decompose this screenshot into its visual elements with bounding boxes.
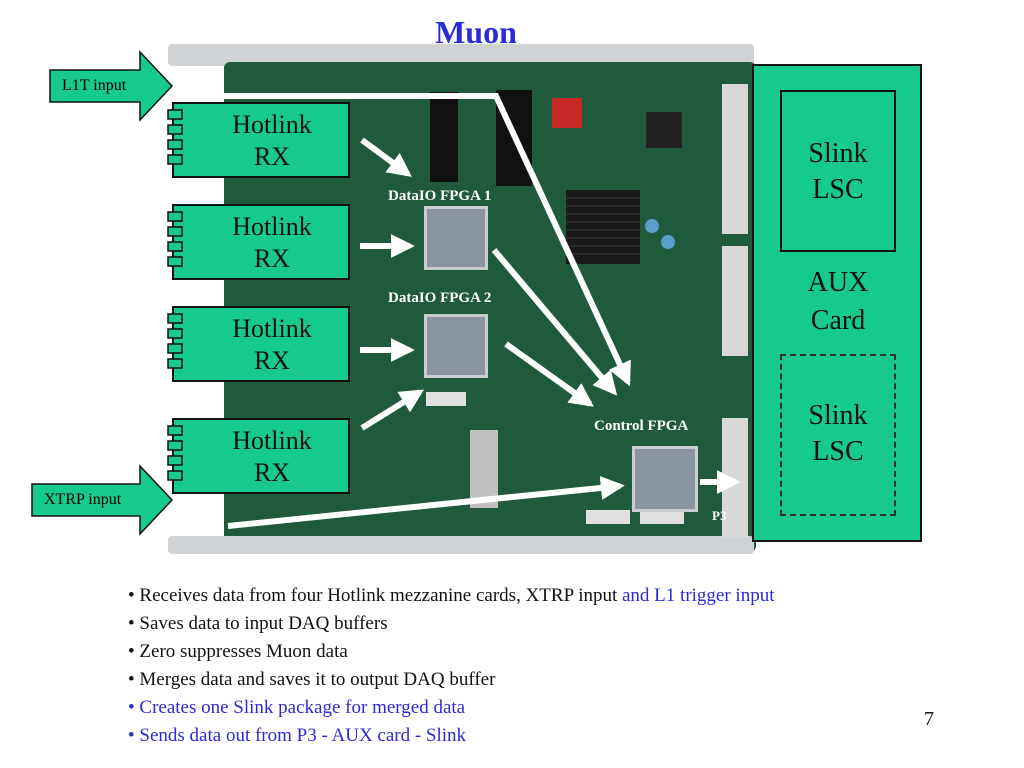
- capacitor-2: [661, 235, 675, 249]
- p3-label: P3: [712, 508, 727, 523]
- slink-top-line1: Slink: [808, 138, 868, 169]
- heatsink: [566, 190, 640, 264]
- slink-bottom-line2: LSC: [812, 436, 864, 467]
- l1t-input-arrow: [49, 50, 174, 122]
- hotlink-line2: RX: [253, 244, 291, 273]
- bullet-item: • Sends data out from P3 - AUX card - Sl…: [128, 725, 467, 746]
- fpga1-label: DataIO FPGA 1: [388, 188, 492, 204]
- arrow-hotlink4-to-fpga2: [360, 389, 425, 431]
- arrow-hotlink1-to-fpga1: [360, 137, 412, 177]
- dataio-fpga-1-chip: [424, 206, 488, 270]
- dataio-fpga-2-chip: [424, 314, 488, 378]
- control-fpga-label: Control FPGA: [594, 418, 689, 434]
- aux-card-label: AUX Card: [780, 264, 896, 340]
- hotlink-line2: RX: [253, 346, 291, 375]
- hotlink-line2: RX: [253, 142, 291, 171]
- slink-lsc-bottom: Slink LSC: [780, 354, 896, 516]
- hotlink-line1: Hotlink: [232, 314, 312, 343]
- slink-top-line2: LSC: [812, 174, 864, 205]
- arrow-fpga2-to-control: [504, 341, 594, 407]
- hotlink-line1: Hotlink: [232, 426, 312, 455]
- aux-line1: AUX: [807, 267, 869, 298]
- slink-bottom-line1: Slink: [808, 400, 868, 431]
- board-top-rail: [168, 44, 754, 66]
- ribbon-connector: [470, 430, 498, 508]
- page-number: 7: [924, 708, 934, 730]
- arrow-fpga1-to-control: [491, 248, 618, 396]
- control-fpga-chip: [632, 446, 698, 512]
- capacitor-1: [645, 219, 659, 233]
- header-3: [426, 392, 466, 406]
- bullet-item: • Saves data to input DAQ buffers: [128, 613, 388, 634]
- header-1: [586, 510, 630, 524]
- bullet-item: • Receives data from four Hotlink mezzan…: [128, 585, 775, 606]
- hotlink-line2: RX: [253, 458, 291, 487]
- bullet-item: • Creates one Slink package for merged d…: [128, 697, 466, 718]
- aux-line2: Card: [810, 305, 866, 336]
- backplane-connector-p1: [722, 84, 748, 234]
- slink-lsc-top: Slink LSC: [780, 90, 896, 252]
- bullet-item: • Zero suppresses Muon data: [128, 641, 348, 662]
- backplane-connector-p2: [722, 246, 748, 356]
- dip-switch: [552, 98, 582, 128]
- xtrp-input-arrow: [31, 464, 174, 536]
- chip-socket-1: [430, 92, 458, 182]
- header-2: [640, 510, 684, 524]
- board-bottom-rail: [168, 536, 754, 554]
- l1t-input-label: L1T input: [62, 77, 127, 94]
- small-chip: [646, 112, 682, 148]
- xtrp-input-label: XTRP input: [44, 491, 122, 508]
- arrow-l1t-to-control: [170, 93, 631, 387]
- arrow-xtrp-to-control: [227, 476, 625, 529]
- fpga2-label: DataIO FPGA 2: [388, 290, 492, 306]
- bullet-item: • Merges data and saves it to output DAQ…: [128, 669, 496, 690]
- hotlink-line1: Hotlink: [232, 110, 312, 139]
- hotlink-line1: Hotlink: [232, 212, 312, 241]
- bullet-list: • Receives data from four Hotlink mezzan…: [128, 582, 928, 750]
